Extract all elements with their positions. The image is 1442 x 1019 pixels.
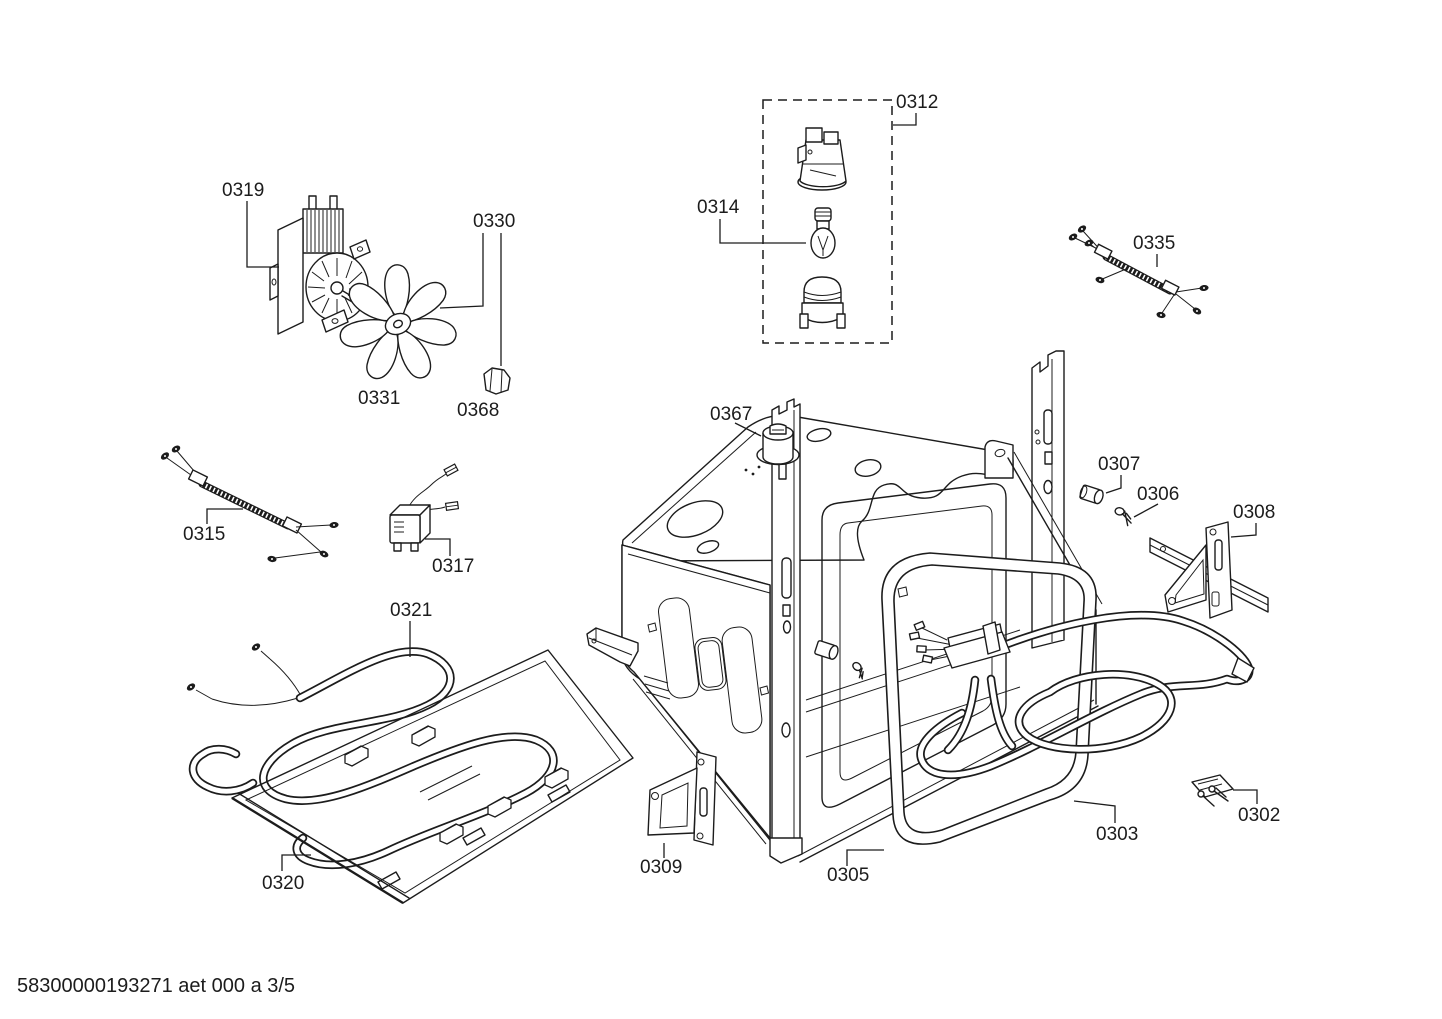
part-label-0330: 0330 — [473, 211, 515, 232]
lamp-socket — [797, 127, 847, 191]
cable-harness-top — [1067, 223, 1209, 319]
micro-switch — [389, 463, 460, 552]
part-label-0307: 0307 — [1098, 454, 1140, 475]
part-label-0315: 0315 — [183, 524, 225, 545]
bracket-left — [647, 751, 717, 846]
part-label-0367: 0367 — [710, 404, 752, 425]
part-label-0335: 0335 — [1133, 233, 1175, 254]
part-label-0302: 0302 — [1238, 805, 1280, 826]
grill-connector-block — [908, 620, 1011, 669]
lamp-housing — [756, 423, 800, 466]
bracket-right — [1164, 521, 1233, 619]
part-label-0303: 0303 — [1096, 824, 1138, 845]
cavity-top-panel — [621, 414, 1014, 562]
bottom-heating-element — [185, 641, 558, 870]
part-label-0306: 0306 — [1137, 484, 1179, 505]
front-corner-rail — [769, 398, 803, 864]
part-label-0317: 0317 — [432, 556, 474, 577]
tube-frame-element — [881, 552, 1097, 845]
fan-motor — [269, 195, 378, 335]
bushing — [1079, 484, 1104, 505]
screw — [1114, 507, 1132, 527]
clamp — [1191, 774, 1234, 807]
lamp-assembly-dashed-box — [762, 99, 893, 344]
part-label-0314: 0314 — [697, 197, 740, 218]
mounted-screw — [852, 661, 864, 680]
part-label-0312: 0312 — [896, 92, 938, 113]
oven-cavity-body — [586, 350, 1269, 864]
lamp-assembly-group — [762, 99, 893, 344]
lamp-bulb — [810, 207, 836, 259]
part-label-0368: 0368 — [457, 400, 499, 421]
part-label-0319: 0319 — [222, 180, 264, 201]
side-rail-stub — [586, 627, 639, 667]
part-label-0320: 0320 — [262, 873, 304, 894]
baffle-plate — [231, 649, 634, 905]
part-label-0309: 0309 — [640, 857, 682, 878]
lamp-glass-cover — [799, 276, 846, 329]
leader-lines — [206, 113, 1258, 871]
document-number-footer: 58300000193271 aet 000 a 3/5 — [17, 975, 295, 997]
cavity-interior — [805, 483, 1021, 808]
part-labels: 0319 0330 0331 0368 0312 0314 0335 0367 … — [183, 92, 1280, 894]
mounted-bushing — [814, 640, 839, 660]
grill-heating-element — [908, 611, 1255, 780]
part-label-0331: 0331 — [358, 388, 400, 409]
cap-nut — [483, 367, 511, 395]
grill-mount-tab — [1231, 657, 1255, 683]
part-label-0305: 0305 — [827, 865, 869, 886]
part-label-0321: 0321 — [390, 600, 432, 621]
cable-harness-left — [159, 444, 339, 563]
part-label-0308: 0308 — [1233, 502, 1275, 523]
cavity-front-panel — [621, 544, 771, 845]
rear-frame-rail — [1031, 350, 1065, 649]
fan-impeller — [339, 264, 457, 380]
